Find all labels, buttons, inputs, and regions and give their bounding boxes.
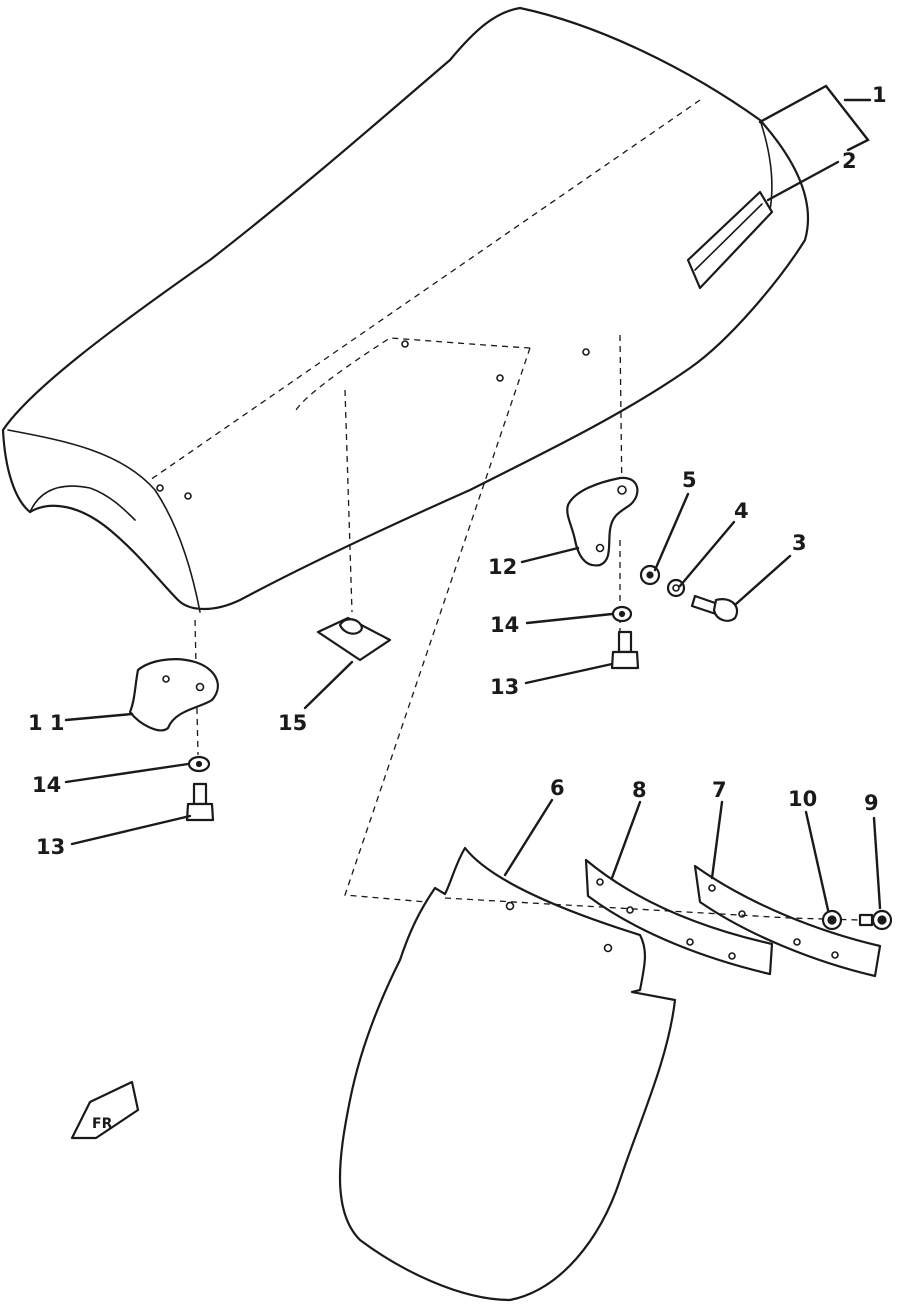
bolt-part-3 xyxy=(690,594,739,622)
bolt-part-13-right xyxy=(610,630,640,670)
callout-14-left: 14 xyxy=(32,773,61,797)
front-direction-label: FR xyxy=(92,1116,113,1132)
callout-12: 12 xyxy=(488,555,517,579)
seat-underside-outline xyxy=(149,99,701,911)
seat-strap-part-2 xyxy=(686,190,774,290)
fender-stay-part-8 xyxy=(584,858,774,976)
washer-part-14-left xyxy=(187,755,211,773)
callout-6: 6 xyxy=(550,776,565,800)
seat-part-1 xyxy=(1,6,810,613)
callout-4: 4 xyxy=(734,499,749,523)
seat-bracket-part-11 xyxy=(128,658,219,732)
callout-7: 7 xyxy=(712,778,727,802)
callout-5: 5 xyxy=(682,468,697,492)
callout-8: 8 xyxy=(632,778,647,802)
callout-13-right: 13 xyxy=(490,675,519,699)
callout-14-right: 14 xyxy=(490,613,519,637)
seat-bracket-part-12 xyxy=(566,476,639,567)
washer-part-10 xyxy=(821,909,843,931)
callout-1: 1 xyxy=(872,83,887,107)
callout-9: 9 xyxy=(864,791,879,815)
rear-fender-part-6 xyxy=(338,846,677,1302)
leader-lines xyxy=(64,84,882,912)
fender-stay-part-7 xyxy=(693,864,882,978)
callout-labels: 1 2 3 4 5 6 7 8 9 10 1 1 12 13 13 14 14 … xyxy=(28,83,887,859)
nut-part-9 xyxy=(858,909,893,931)
callout-13-left: 13 xyxy=(36,835,65,859)
front-direction-icon: FR xyxy=(70,1080,140,1140)
washer-part-4 xyxy=(666,578,686,598)
washer-part-14-right xyxy=(611,605,633,623)
bolt-part-13-left xyxy=(185,782,215,822)
callout-10: 10 xyxy=(788,787,817,811)
callout-3: 3 xyxy=(792,531,807,555)
nut-plate-part-15 xyxy=(316,616,392,662)
callout-11: 1 1 xyxy=(28,711,65,735)
callout-2: 2 xyxy=(842,149,857,173)
callout-15: 15 xyxy=(278,711,307,735)
